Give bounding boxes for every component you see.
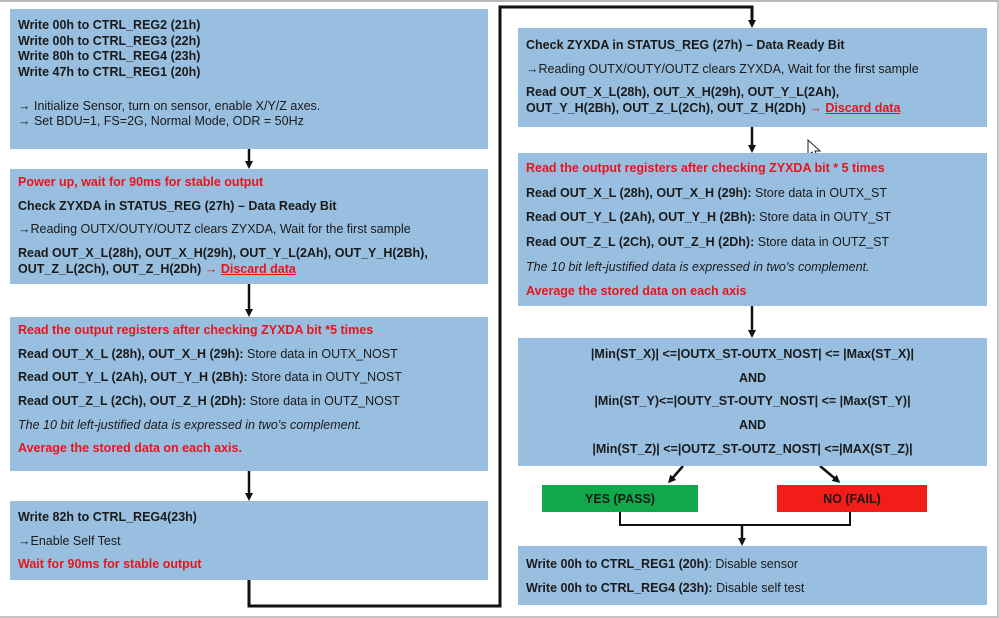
red-arrow-icon: → <box>204 261 218 276</box>
discard-data-label: Discard data <box>825 100 901 115</box>
check-zyxda-st-box: Check ZYXDA in STATUS_REG (27h) – Data R… <box>518 28 987 127</box>
read-st-registers-line-2: OUT_Y_H(2Bh), OUT_Z_L(2Ch), OUT_Z_H(2Dh)… <box>526 100 901 115</box>
disable-self-test-line: Write 00h to CTRL_REG4 (23h): Disable se… <box>526 580 805 595</box>
read-registers-text: OUT_Z_L(2Ch), OUT_Z_H(2Dh) <box>18 261 202 276</box>
init-note-2: → Set BDU=1, FS=2G, Normal Mode, ODR = 5… <box>18 114 304 129</box>
read-st-header: Read the output registers after checking… <box>526 161 885 175</box>
init-note-1: → Initialize Sensor, turn on sensor, ena… <box>18 98 321 113</box>
read-z-nost-line: Read OUT_Z_L (2Ch), OUT_Z_H (2Dh): Store… <box>18 393 400 408</box>
connector-loop-left-to-right <box>247 5 756 608</box>
read-x-st-line: Read OUT_X_L (28h), OUT_X_H (29h): Store… <box>526 185 887 200</box>
read-st-box: Read the output registers after checking… <box>518 153 987 306</box>
init-line-2: Write 00h to CTRL_REG3 (22h) <box>18 33 201 48</box>
average-st-note: Average the stored data on each axis <box>526 284 747 299</box>
read-st-registers-line-1: Read OUT_X_L(28h), OUT_X_H(29h), OUT_Y_L… <box>526 85 840 100</box>
window-frame-right <box>997 0 999 618</box>
init-line-4: Write 47h to CTRL_REG1 (20h) <box>18 64 201 79</box>
discard-data-label: Discard data <box>220 261 296 276</box>
enable-self-test-box: Write 82h to CTRL_REG4(23h) →Enable Self… <box>10 501 488 580</box>
condition-x: |Min(ST_X)| <=|OUTX_ST-OUTX_NOST| <= |Ma… <box>590 347 915 361</box>
init-line-1: Write 00h to CTRL_REG2 (21h) <box>18 18 201 32</box>
twos-complement-note: The 10 bit left-justified data is expres… <box>18 417 362 432</box>
enable-self-test-note: →Enable Self Test <box>18 533 121 548</box>
twos-complement-st-note: The 10 bit left-justified data is expres… <box>526 259 870 274</box>
condition-z: |Min(ST_Z)| <=|OUTZ_ST-OUTZ_NOST| <=|MAX… <box>592 441 913 456</box>
read-nost-header: Read the output registers after checking… <box>18 323 374 337</box>
read-registers-line-2: OUT_Z_L(2Ch), OUT_Z_H(2Dh) → Discard dat… <box>18 262 480 278</box>
arrow-to-fail <box>819 465 841 483</box>
read-y-nost-line: Read OUT_Y_L (2Ah), OUT_Y_H (2Bh): Store… <box>18 370 402 385</box>
reading-clears-st-note: →Reading OUTX/OUTY/OUTZ clears ZYXDA, Wa… <box>526 61 919 76</box>
window-frame-top <box>0 0 999 2</box>
power-up-header: Power up, wait for 90ms for stable outpu… <box>18 175 264 189</box>
wait-stable-output: Wait for 90ms for stable output <box>18 557 202 572</box>
read-x-nost-line: Read OUT_X_L (28h), OUT_X_H (29h): Store… <box>18 346 398 361</box>
read-nost-box: Read the output registers after checking… <box>10 317 488 471</box>
read-registers-line-1: Read OUT_X_L(28h), OUT_X_H(29h), OUT_Y_L… <box>18 245 428 260</box>
reading-clears-note: →Reading OUTX/OUTY/OUTZ clears ZYXDA, Wa… <box>18 222 411 237</box>
condition-box: |Min(ST_X)| <=|OUTX_ST-OUTX_NOST| <= |Ma… <box>518 338 987 466</box>
disable-sensor-line: Write 00h to CTRL_REG1 (20h): Disable se… <box>526 557 799 571</box>
red-arrow-icon: → <box>809 100 822 115</box>
check-zyxda-st-line: Check ZYXDA in STATUS_REG (27h) – Data R… <box>526 38 845 52</box>
condition-and-1: AND <box>738 370 767 385</box>
power-up-box: Power up, wait for 90ms for stable outpu… <box>10 169 488 284</box>
disable-box: Write 00h to CTRL_REG1 (20h): Disable se… <box>518 546 987 605</box>
condition-y: |Min(ST_Y)<=|OUTY_ST-OUTY_NOST| <= |Max(… <box>594 394 911 409</box>
init-line-3: Write 80h to CTRL_REG4 (23h) <box>18 49 201 64</box>
read-z-st-line: Read OUT_Z_L (2Ch), OUT_Z_H (2Dh): Store… <box>526 234 890 249</box>
read-y-st-line: Read OUT_Y_L (2Ah), OUT_Y_H (2Bh): Store… <box>526 210 892 225</box>
average-note: Average the stored data on each axis. <box>18 441 242 456</box>
condition-and-2: AND <box>738 417 767 432</box>
write-ctrl-reg4-line: Write 82h to CTRL_REG4(23h) <box>18 510 197 524</box>
connector-pass-merge <box>619 512 851 526</box>
check-zyxda-line: Check ZYXDA in STATUS_REG (27h) – Data R… <box>18 198 337 213</box>
init-registers-box: Write 00h to CTRL_REG2 (21h) Write 00h t… <box>10 9 488 149</box>
fail-result-box: NO (FAIL) <box>777 485 927 512</box>
arrow-to-pass <box>668 465 684 484</box>
window-frame-bottom <box>0 616 999 618</box>
pass-result-box: YES (PASS) <box>542 485 698 512</box>
